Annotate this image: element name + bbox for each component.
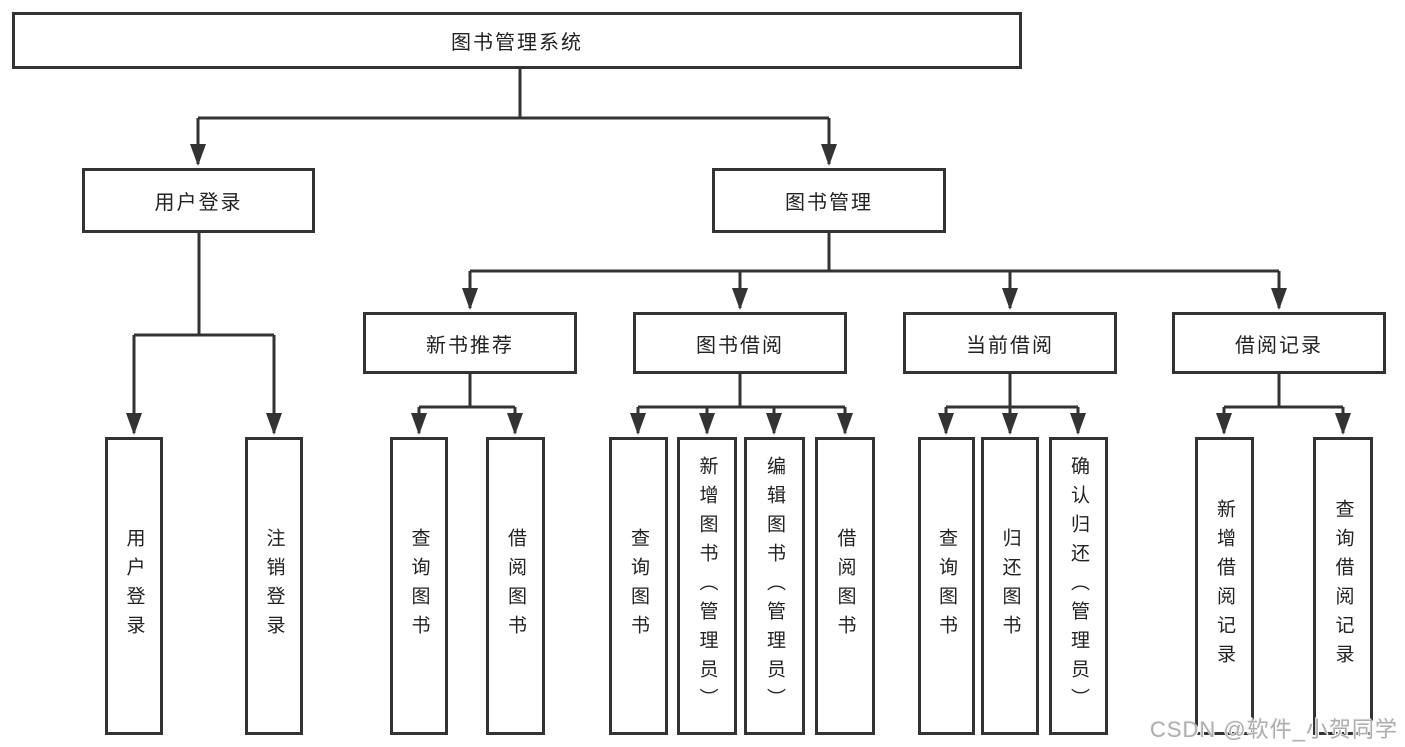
leaf-logout-login: 注销登录: [245, 437, 303, 735]
leaf-borrow-books-borrowing: 借阅图书: [815, 437, 875, 735]
leaf-borrow-books-recommend: 借阅图书: [486, 437, 545, 735]
leaf-query-books-current: 查询图书: [918, 437, 975, 735]
node-book-management: 图书管理: [712, 168, 946, 233]
leaf-label: 借阅图书: [505, 528, 526, 644]
leaf-label: 查询借阅记录: [1332, 499, 1354, 673]
node-library-management-system: 图书管理系统: [12, 12, 1022, 69]
leaf-query-borrow-record: 查询借阅记录: [1313, 437, 1373, 735]
leaf-label: 查询图书: [628, 528, 649, 644]
leaf-confirm-return-admin: 确认归还（管理员）: [1049, 437, 1108, 735]
csdn-watermark: CSDN @软件_小贺同学: [1149, 717, 1398, 742]
leaf-edit-books-admin: 编辑图书（管理员）: [744, 437, 805, 735]
node-borrowing-records: 借阅记录: [1172, 312, 1386, 374]
leaf-add-books-admin: 新增图书（管理员）: [677, 437, 737, 735]
node-current-borrowing: 当前借阅: [903, 312, 1117, 374]
leaf-label: 注销登录: [263, 528, 285, 644]
leaf-user-login: 用户登录: [105, 437, 163, 735]
leaf-label: 新增借阅记录: [1214, 499, 1235, 673]
leaf-add-borrow-record: 新增借阅记录: [1195, 437, 1254, 735]
leaf-label: 查询图书: [936, 528, 957, 644]
leaf-label: 借阅图书: [834, 528, 856, 644]
leaf-label: 编辑图书（管理员）: [764, 455, 785, 717]
leaf-label: 确认归还（管理员）: [1068, 455, 1089, 717]
node-user-login: 用户登录: [82, 168, 315, 233]
leaf-return-books: 归还图书: [981, 437, 1039, 735]
leaf-label: 新增图书（管理员）: [696, 455, 718, 717]
node-book-borrowing: 图书借阅: [633, 312, 847, 374]
leaf-query-books-borrowing: 查询图书: [609, 437, 668, 735]
leaf-label: 查询图书: [408, 528, 430, 644]
node-new-book-recommend: 新书推荐: [363, 312, 577, 374]
leaf-label: 用户登录: [123, 528, 145, 644]
leaf-label: 归还图书: [999, 528, 1021, 644]
leaf-query-books-recommend: 查询图书: [390, 437, 448, 735]
